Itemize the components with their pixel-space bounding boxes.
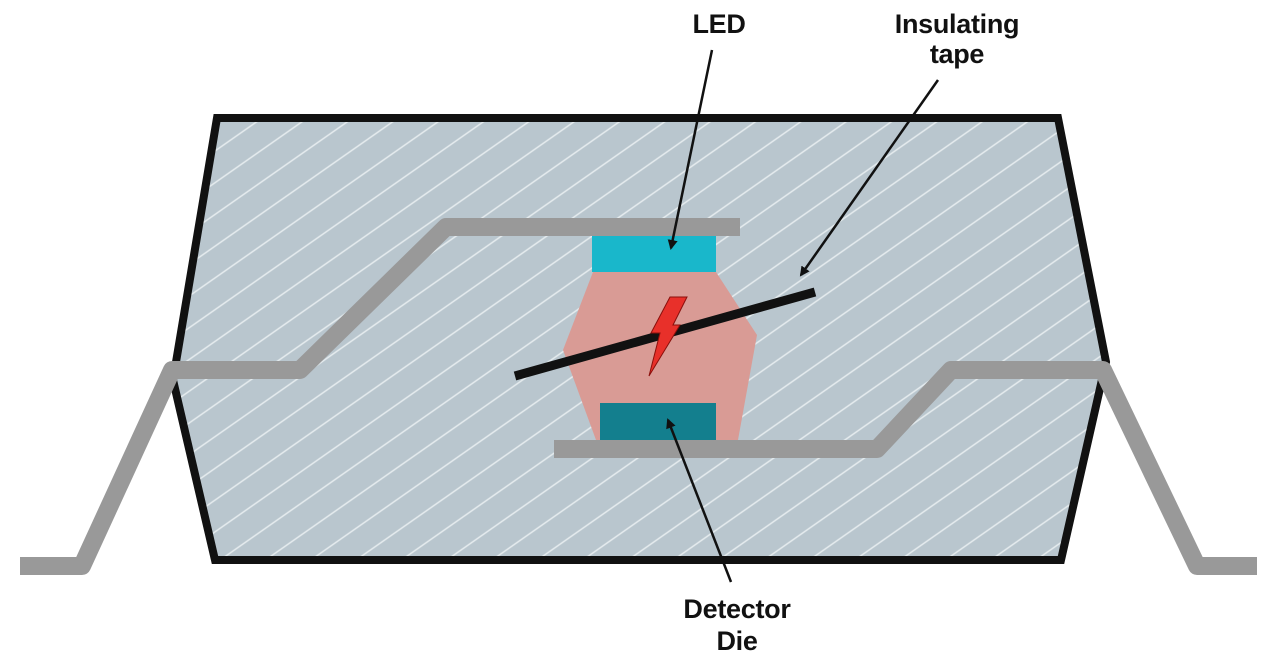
- detector-die-label-line2: Die: [716, 626, 757, 656]
- insulating-tape-label-line2: tape: [930, 39, 985, 69]
- insulating-tape-leader-arrow: [799, 79, 940, 277]
- left-lead-frame: [20, 218, 740, 575]
- lightning-bolt-icon: [648, 296, 688, 377]
- detector-die-label-line1: Detector: [683, 594, 791, 624]
- led-die: [592, 236, 716, 272]
- detector-die: [600, 403, 716, 440]
- right-lead-frame: [554, 361, 1257, 575]
- detector-die-leader-arrow: [666, 418, 733, 583]
- insulating-tape-label-line1: Insulating: [895, 9, 1020, 39]
- led-leader-arrow: [667, 49, 714, 250]
- led-label: LED: [692, 9, 745, 39]
